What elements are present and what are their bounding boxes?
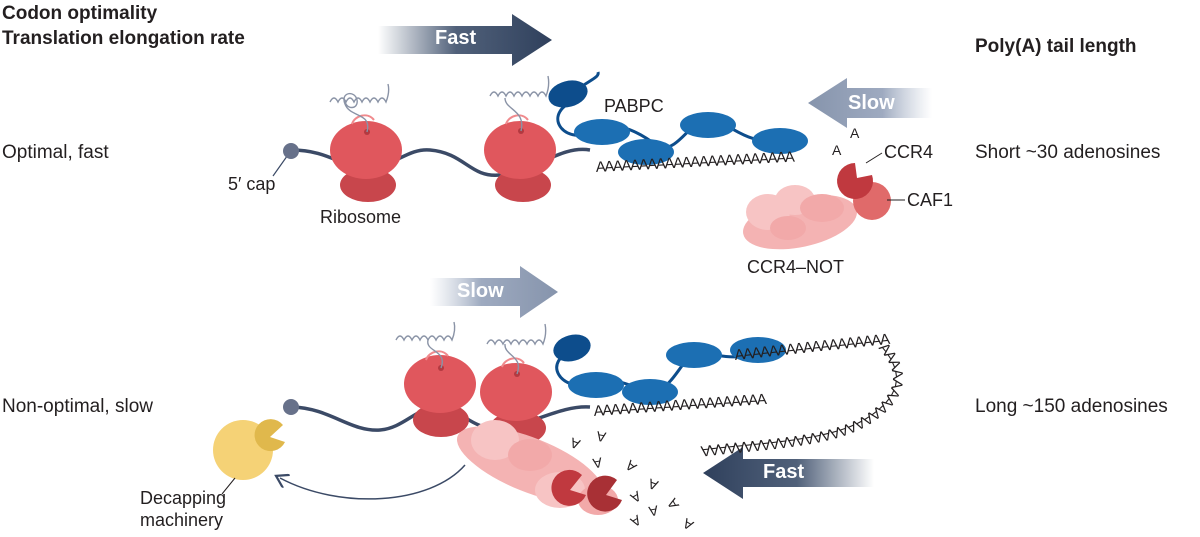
svg-text:A: A: [591, 454, 604, 471]
top-ccr4-icon: [837, 163, 874, 199]
top-ccr4-not-complex: [743, 185, 857, 250]
svg-text:A: A: [663, 495, 682, 512]
decapping-label-line1: Decapping: [140, 488, 227, 508]
bottom-translation-arrow: [430, 266, 558, 318]
ccr4-label: CCR4: [884, 142, 934, 162]
top-free-a-2: A: [850, 125, 860, 141]
svg-text:A: A: [647, 502, 660, 519]
decapping-machinery: [213, 419, 285, 480]
svg-text:A: A: [679, 515, 696, 532]
bottom-deadenylation-arrow-label: Fast: [763, 461, 805, 483]
svg-text:A: A: [627, 512, 644, 531]
top-free-a-1: A: [832, 142, 842, 158]
bottom-deadenylation-arrow: [703, 447, 874, 499]
cap-label: 5′ cap: [228, 174, 276, 194]
svg-text:A: A: [627, 488, 644, 507]
top-row-right-label: Short ~30 adenosines: [975, 142, 1161, 163]
svg-text:A: A: [645, 475, 660, 493]
bottom-ccr4-icon-2: [587, 475, 622, 512]
top-5-cap-icon: [283, 143, 299, 159]
bottom-5-cap-icon: [283, 399, 299, 415]
top-translation-arrow-label: Fast: [435, 27, 477, 49]
heading-codon-optimality: Codon optimality: [2, 3, 158, 24]
top-deadenylation-arrow: [808, 78, 932, 128]
top-pabpc-chain: [548, 71, 808, 165]
bottom-row-left-label: Non-optimal, slow: [2, 396, 153, 417]
decapping-label-line2: machinery: [140, 510, 224, 530]
svg-text:A: A: [567, 434, 582, 452]
bottom-translation-arrow-label: Slow: [457, 280, 504, 302]
top-ribosome-2: [484, 75, 556, 202]
bottom-polya-upper: AAAAAAAAAAAAAAAAAA: [734, 331, 891, 364]
ccr4-not-label: CCR4–NOT: [747, 257, 845, 277]
bottom-ribosome-1: [395, 321, 476, 437]
pabpc-label: PABPC: [604, 96, 664, 116]
svg-text:A: A: [622, 457, 640, 476]
top-translation-arrow: [378, 14, 552, 66]
svg-text:A: A: [595, 428, 608, 445]
heading-polya-tail-length: Poly(A) tail length: [975, 36, 1137, 57]
bottom-ccr4-icon-1: [551, 469, 586, 506]
bottom-polya-tail: AAAAAAAAAAAAAAAAAAAA: [593, 391, 767, 420]
ribosome-label: Ribosome: [320, 207, 402, 227]
bottom-row-right-label: Long ~150 adenosines: [975, 396, 1168, 417]
top-deadenylation-arrow-label: Slow: [848, 92, 895, 114]
heading-elongation-rate: Translation elongation rate: [2, 28, 245, 49]
top-row-left-label: Optimal, fast: [2, 142, 109, 163]
decapping-curve-arrow: [280, 464, 466, 500]
bottom-pabpc-chain: [553, 334, 786, 405]
caf1-label: CAF1: [907, 190, 954, 210]
top-ribosome-1: [329, 83, 402, 202]
